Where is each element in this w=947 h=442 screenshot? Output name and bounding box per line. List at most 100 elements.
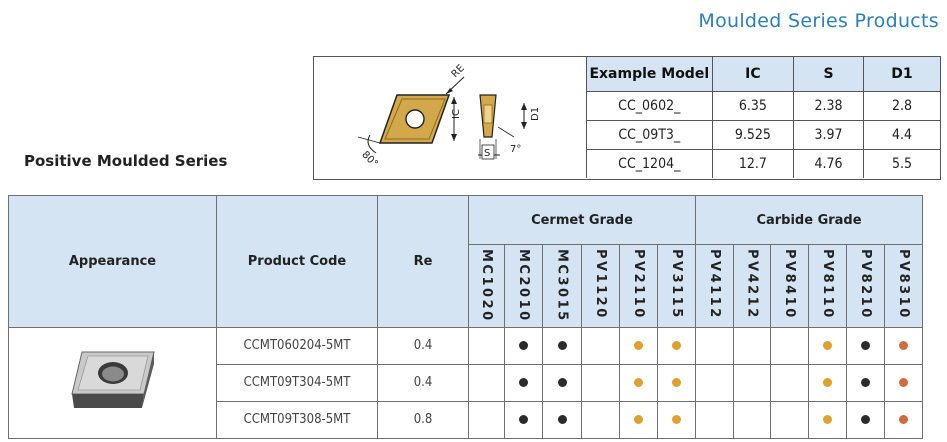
availability-dot-icon: [672, 341, 681, 351]
grade-availability-cell: [542, 326, 582, 365]
insert-hole: [405, 109, 425, 129]
grade-availability-cell: [884, 363, 923, 402]
table-header-row: Appearance Product Code Re Cermet Grade …: [8, 195, 923, 328]
grade-label: PV8210: [858, 249, 873, 320]
grade-availability-cell: [581, 400, 620, 439]
spec-table: Example Model IC S D1 CC_0602_ 6.35 2.38…: [586, 57, 940, 178]
spec-cell: 2.8: [862, 91, 940, 121]
availability-dot-icon: [861, 378, 870, 388]
grade-availability-cell: [504, 400, 543, 439]
grade-availability-cell: [770, 326, 809, 365]
spec-header-model: Example Model: [586, 57, 713, 92]
grade-availability-cell: [504, 363, 543, 402]
spec-cell: 9.525: [711, 120, 795, 150]
grade-availability-cell: [808, 400, 847, 439]
product-code-cell: CCMT09T304-5MT: [216, 363, 378, 402]
series-title: Positive Moulded Series: [24, 152, 228, 170]
grade-header: PV2110: [619, 244, 658, 328]
header-appearance: Appearance: [8, 195, 217, 328]
availability-dot-icon: [861, 415, 870, 425]
angle-7-label: 7°: [510, 144, 521, 155]
insert-diagram: RE IC 80° D1 7° S: [357, 63, 541, 170]
spec-header-row: Example Model IC S D1: [586, 57, 940, 92]
angle-80-label: 80°: [359, 149, 379, 169]
availability-dot-icon: [899, 378, 908, 388]
re-cell: 0.8: [377, 400, 469, 439]
grade-header: PV1120: [581, 244, 620, 328]
grade-availability-cell: [770, 400, 809, 439]
grade-availability-cell: [733, 326, 771, 365]
grade-availability-cell: [657, 326, 696, 365]
grade-availability-cell: [695, 363, 734, 402]
header-product-code: Product Code: [216, 195, 378, 328]
availability-dot-icon: [634, 415, 643, 425]
grade-label: PV1120: [593, 249, 608, 320]
grade-availability-cell: [468, 326, 505, 365]
product-code-cell: CCMT09T308-5MT: [216, 400, 378, 439]
grade-label: MC1020: [479, 249, 494, 323]
grade-header: MC1020: [468, 244, 505, 328]
grade-header: PV8110: [808, 244, 847, 328]
grade-availability-cell: [846, 326, 885, 365]
grade-availability-cell: [884, 400, 923, 439]
grade-availability-cell: [504, 326, 543, 365]
grade-availability-cell: [884, 326, 923, 365]
d1-label: D1: [530, 107, 541, 121]
grade-label: PV8410: [782, 249, 797, 320]
grade-availability-cell: [808, 363, 847, 402]
grade-header: MC2010: [504, 244, 543, 328]
spec-row: CC_1204_ 12.7 4.76 5.5: [586, 149, 940, 178]
availability-dot-icon: [672, 415, 681, 425]
grade-availability-cell: [581, 326, 620, 365]
grade-availability-cell: [695, 326, 734, 365]
grade-availability-cell: [619, 326, 658, 365]
spec-row: CC_0602_ 6.35 2.38 2.8: [586, 91, 940, 121]
grade-label: MC2010: [516, 249, 531, 323]
header-cermet-grade: Cermet Grade: [468, 195, 696, 245]
re-cell: 0.4: [377, 326, 469, 365]
spec-cell: 12.7: [711, 149, 795, 178]
availability-dot-icon: [899, 415, 908, 425]
grade-availability-cell: [619, 400, 658, 439]
grade-header: PV8410: [770, 244, 809, 328]
availability-dot-icon: [634, 378, 643, 388]
header-re: Re: [377, 195, 469, 328]
grade-availability-cell: [695, 400, 734, 439]
grade-header: PV4212: [733, 244, 771, 328]
grade-availability-cell: [619, 363, 658, 402]
grade-availability-cell: [733, 363, 771, 402]
product-code-cell: CCMT060204-5MT: [216, 326, 378, 365]
availability-dot-icon: [861, 341, 870, 351]
grade-availability-cell: [542, 363, 582, 402]
ic-label: IC: [451, 109, 462, 119]
availability-dot-icon: [557, 415, 567, 425]
spec-cell: CC_0602_: [586, 91, 713, 121]
page-title: Moulded Series Products: [698, 10, 939, 32]
grade-label: PV8310: [896, 249, 911, 320]
availability-dot-icon: [557, 378, 567, 388]
grade-label: PV8110: [820, 249, 835, 320]
header-carbide-grade: Carbide Grade: [695, 195, 923, 245]
availability-dot-icon: [823, 415, 832, 425]
grade-availability-cell: [733, 400, 771, 439]
re-label: RE: [450, 63, 467, 80]
spec-cell: 4.4: [862, 120, 940, 150]
appearance-cell: [8, 326, 217, 439]
spec-cell: 4.76: [793, 149, 864, 178]
availability-dot-icon: [557, 341, 567, 351]
spec-box: RE IC 80° D1 7° S Example Model IC S: [313, 56, 941, 180]
insert-product-image: [70, 351, 155, 408]
grade-availability-cell: [581, 363, 620, 402]
insert-inner: [384, 98, 446, 140]
spec-header-d1: D1: [862, 57, 940, 92]
grade-label: PV4212: [744, 249, 760, 320]
grade-header: PV4112: [695, 244, 734, 328]
spec-header-s: S: [793, 57, 864, 92]
grade-label: PV3115: [669, 249, 684, 320]
availability-dot-icon: [519, 341, 528, 351]
grade-availability-cell: [770, 363, 809, 402]
